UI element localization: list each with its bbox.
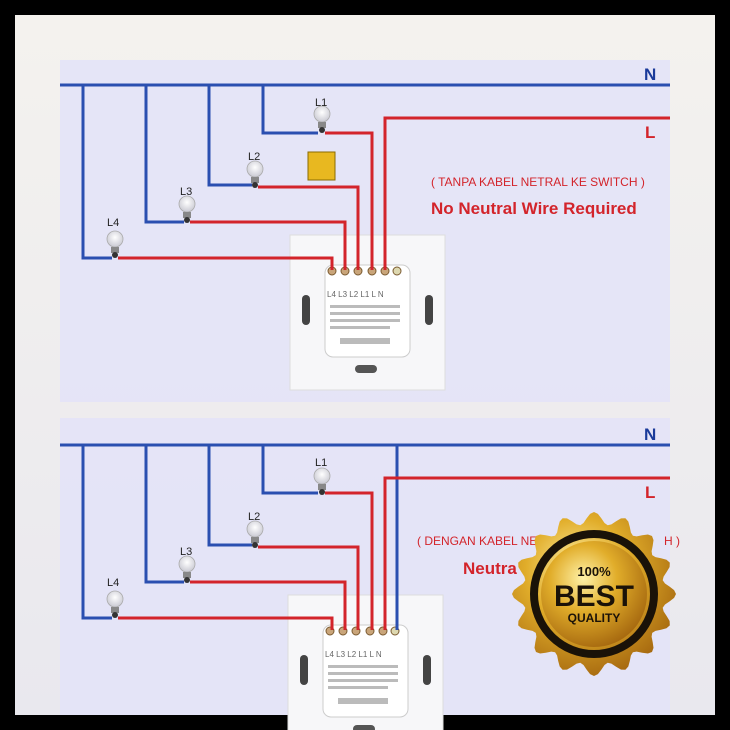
lamp-label: L3 — [180, 546, 192, 558]
top-note: ( TANPA KABEL NETRAL KE SWITCH ) — [431, 175, 645, 189]
bottom-switch-module — [287, 594, 444, 730]
bottom-neutral-wires — [60, 443, 670, 630]
lamp-label: L3 — [180, 186, 192, 198]
badge-bottom-text: QUALITY — [568, 611, 621, 625]
lamp-label: L4 — [107, 577, 119, 589]
neutral-label: N — [644, 65, 656, 84]
top-live-wires — [118, 116, 670, 270]
bottom-live-wires — [118, 476, 670, 630]
top-diagram: N L L1 L2 L3 L4 L4 L3 L2 L1 L N ( TANPA … — [60, 60, 670, 402]
live-label: L — [645, 123, 655, 142]
badge-main-text: BEST — [554, 580, 634, 613]
terminal-labels: L4 L3 L2 L1 L N — [327, 290, 384, 299]
bottom-note-end: H ) — [664, 534, 680, 548]
best-quality-badge: 100% BEST QUALITY — [512, 512, 676, 676]
bypass-capacitor — [307, 151, 336, 181]
top-headline: No Neutral Wire Required — [431, 199, 637, 218]
bottom-headline: Neutra — [463, 559, 517, 578]
lamp-label: L2 — [248, 151, 260, 163]
badge-top-text: 100% — [577, 564, 611, 579]
top-neutral-wires — [60, 83, 670, 260]
lamp-label: L1 — [315, 457, 327, 469]
live-label: L — [645, 483, 655, 502]
neutral-label: N — [644, 425, 656, 444]
terminal-labels: L4 L3 L2 L1 L N — [325, 650, 382, 659]
lamp-label: L1 — [315, 97, 327, 109]
bottom-note: ( DENGAN KABEL NE — [417, 534, 537, 548]
lamp-label: L2 — [248, 511, 260, 523]
lamp-label: L4 — [107, 217, 119, 229]
